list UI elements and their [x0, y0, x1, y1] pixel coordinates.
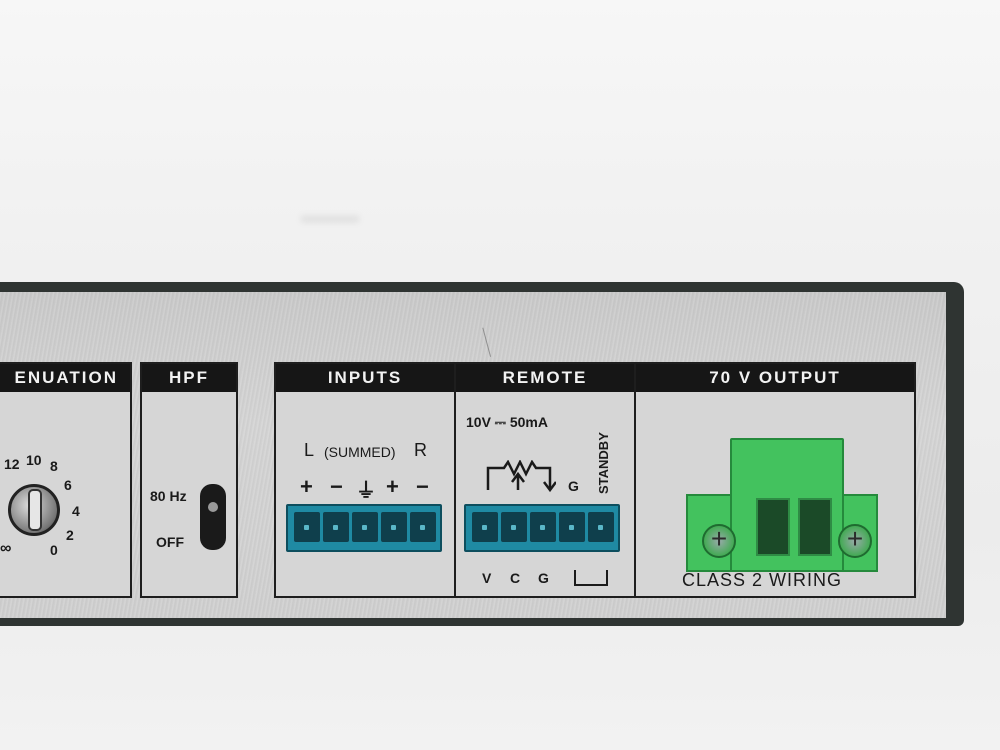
output-screw-right-icon[interactable]: [838, 523, 872, 558]
remote-slot-3[interactable]: [530, 512, 556, 542]
standby-bracket-icon: [574, 570, 608, 586]
ground-arrow-icon: ⏚: [356, 480, 376, 502]
remote-slot-2[interactable]: [501, 512, 527, 542]
scale-0: 0: [50, 542, 58, 558]
remote-terminal-block[interactable]: [464, 504, 620, 552]
input-r-label: R: [414, 440, 427, 460]
remote-pin-g: G: [538, 570, 549, 586]
scale-infinity: ∞: [0, 540, 12, 557]
remote-pin-c: C: [510, 570, 521, 586]
pin-minus-2: −: [416, 474, 429, 499]
input-l-label: L: [304, 440, 315, 460]
scale-10: 10: [26, 452, 42, 468]
scale-2: 2: [66, 527, 74, 543]
hpf-off-label: OFF: [156, 534, 184, 550]
inputs-header: INPUTS: [276, 364, 454, 392]
remote-slot-5[interactable]: [588, 512, 614, 542]
remote-header: REMOTE: [456, 364, 634, 392]
scale-4: 4: [72, 503, 80, 519]
remote-g-top: G: [568, 478, 579, 494]
output-screw-left-icon[interactable]: [702, 523, 736, 558]
attenuation-section: ENUATION 12 10 8 6 4 2 0 ∞: [0, 362, 132, 598]
hpf-switch[interactable]: [200, 484, 226, 550]
input-slot-1[interactable]: [294, 512, 320, 542]
attenuation-knob[interactable]: [8, 484, 60, 536]
scale-8: 8: [50, 458, 58, 474]
input-slot-2[interactable]: [323, 512, 349, 542]
scale-12: 12: [4, 456, 20, 472]
hpf-header: HPF: [142, 364, 236, 392]
class2-wiring-label: CLASS 2 WIRING: [682, 570, 843, 590]
output-plug-socket-2: [798, 498, 832, 556]
remote-slot-4[interactable]: [559, 512, 585, 542]
output-plug-socket-1: [756, 498, 790, 556]
input-summed-label: (SUMMED): [324, 444, 396, 460]
remote-section: REMOTE 10V ⎓ 50mA STANDBY G V C G: [454, 362, 636, 598]
pin-minus-1: −: [330, 474, 343, 499]
scale-6: 6: [64, 477, 72, 493]
input-slot-3[interactable]: [352, 512, 378, 542]
background-smudge: [300, 215, 360, 223]
inputs-section: INPUTS L (SUMMED) R + − ⏚ + −: [274, 362, 456, 598]
remote-pin-v: V: [482, 570, 492, 586]
input-terminal-block[interactable]: [286, 504, 442, 552]
output-header: 70 V OUTPUT: [636, 364, 914, 392]
standby-label: STANDBY: [596, 432, 611, 494]
hpf-switch-nub: [208, 502, 218, 512]
hpf-section: HPF 80 Hz OFF: [140, 362, 238, 598]
remote-rating: 10V ⎓ 50mA: [466, 414, 548, 430]
hpf-80hz-label: 80 Hz: [150, 488, 187, 504]
remote-slot-1[interactable]: [472, 512, 498, 542]
pin-plus-2: +: [386, 474, 399, 499]
input-slot-4[interactable]: [381, 512, 407, 542]
potentiometer-icon: [486, 460, 556, 493]
pin-plus-1: +: [300, 474, 313, 499]
attenuation-header: ENUATION: [0, 364, 130, 392]
input-slot-5[interactable]: [410, 512, 436, 542]
